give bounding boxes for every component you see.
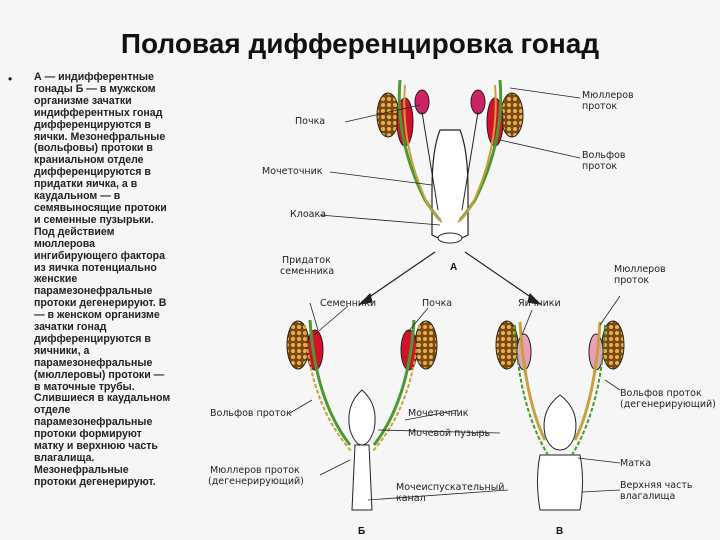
label-wolff-duct-top: Вольфов	[582, 150, 626, 161]
svg-text:А: А	[450, 262, 457, 273]
label-vagina-2: влагалища	[620, 491, 675, 502]
indifferent-stage-figure	[376, 79, 524, 244]
svg-text:Мюллеров: Мюллеров	[614, 264, 666, 275]
svg-text:В: В	[556, 526, 563, 537]
svg-text:Придаток: Придаток	[282, 255, 331, 266]
description-text: А — индифферентные гонады Б — в мужском …	[34, 71, 171, 488]
label-wolff-duct-degenerating-2: (дегенерирующий)	[620, 399, 716, 410]
label-wolff-duct-left: Вольфов проток	[210, 408, 292, 419]
label-stage-b: Б	[358, 526, 365, 537]
page-title: Половая дифференцировка гонад	[120, 28, 600, 59]
label-bladder: Мочевой пузырь	[408, 428, 490, 439]
label-epididymis: Придаток	[282, 255, 331, 266]
label-stage-v: В	[556, 526, 563, 537]
label-urethra: Мочеиспускательный	[396, 482, 504, 493]
label-ureter-mid: Мочеточник	[408, 408, 469, 419]
svg-text:Семенники: Семенники	[320, 298, 376, 309]
label-stage-a: А	[450, 262, 457, 273]
label-uterus: Матка	[620, 458, 651, 469]
svg-text:проток: проток	[582, 101, 617, 112]
label-epididymis-2: семенника	[280, 266, 334, 277]
svg-text:проток: проток	[582, 161, 617, 172]
label-kidney-top: Почка	[295, 116, 325, 127]
svg-text:Вольфов проток: Вольфов проток	[210, 408, 292, 419]
svg-text:Вольфов проток: Вольфов проток	[620, 388, 702, 399]
label-muller-duct-top-2: проток	[582, 101, 617, 112]
svg-text:Мюллеров: Мюллеров	[582, 90, 634, 101]
male-stage-figure	[286, 319, 438, 511]
svg-text:Мочеиспускательный: Мочеиспускательный	[396, 482, 504, 493]
label-muller-duct-degenerating-2: (дегенерирующий)	[208, 476, 304, 487]
svg-text:Б: Б	[358, 526, 365, 537]
label-muller-duct-right-2: проток	[614, 275, 649, 286]
svg-text:Мочевой пузырь: Мочевой пузырь	[408, 428, 490, 439]
female-stage-figure	[495, 320, 625, 511]
svg-text:Матка: Матка	[620, 458, 651, 469]
label-ovaries: Яичники	[518, 298, 561, 309]
label-kidney-mid: Почка	[422, 298, 452, 309]
svg-text:Мюллеров проток: Мюллеров проток	[210, 465, 300, 476]
svg-text:Мочеточник: Мочеточник	[262, 166, 323, 177]
svg-text:(дегенерирующий): (дегенерирующий)	[208, 476, 304, 487]
label-ureter-top: Мочеточник	[262, 166, 323, 177]
svg-text:Яичники: Яичники	[518, 298, 561, 309]
svg-text:Мочеточник: Мочеточник	[408, 408, 469, 419]
svg-text:канал: канал	[396, 493, 426, 504]
gonad-differentiation-diagram: Мюллеров проток Почка Вольфов проток Моч…	[208, 79, 716, 537]
label-wolff-duct-degenerating: Вольфов проток	[620, 388, 702, 399]
svg-text:семенника: семенника	[280, 266, 334, 277]
bullet-marker: •	[8, 72, 13, 86]
label-urethra-2: канал	[396, 493, 426, 504]
svg-text:Клоака: Клоака	[290, 209, 326, 220]
svg-text:(дегенерирующий): (дегенерирующий)	[620, 399, 716, 410]
svg-text:Почка: Почка	[422, 298, 452, 309]
svg-text:влагалища: влагалища	[620, 491, 675, 502]
svg-text:Почка: Почка	[295, 116, 325, 127]
label-cloaca: Клоака	[290, 209, 326, 220]
label-wolff-duct-top-2: проток	[582, 161, 617, 172]
label-vagina: Верхняя часть	[620, 480, 693, 491]
svg-text:Вольфов: Вольфов	[582, 150, 626, 161]
svg-text:проток: проток	[614, 275, 649, 286]
label-muller-duct-degenerating: Мюллеров проток	[210, 465, 300, 476]
svg-text:Верхняя часть: Верхняя часть	[620, 480, 693, 491]
label-testes: Семенники	[320, 298, 376, 309]
label-muller-duct-right: Мюллеров	[614, 264, 666, 275]
label-muller-duct-top: Мюллеров	[582, 90, 634, 101]
